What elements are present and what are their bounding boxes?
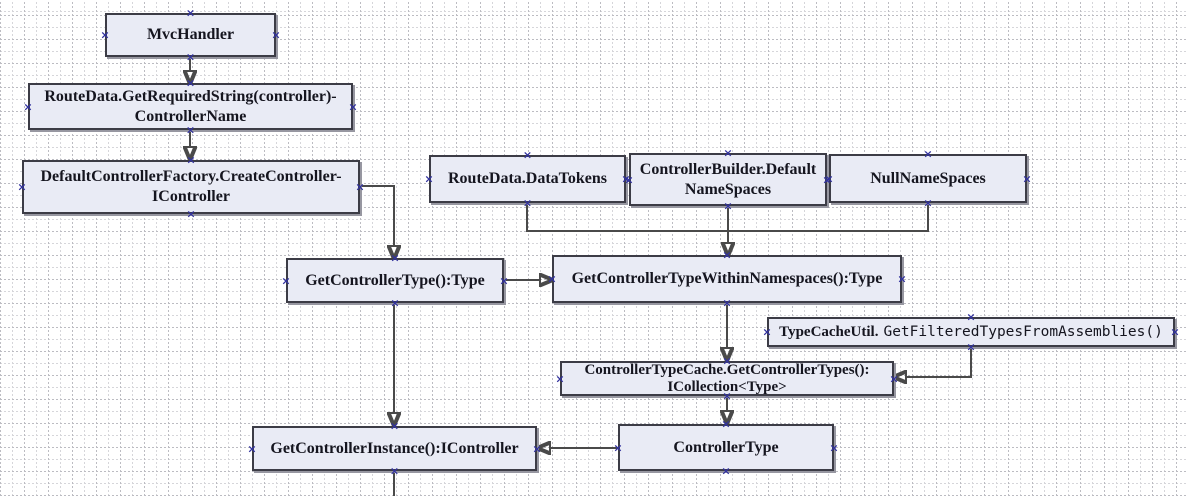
node-label: RouteData.GetRequiredString(controller)-… — [44, 87, 337, 125]
node-controllerbuilder-defaultnamespaces[interactable]: ControllerBuilder.Default NameSpaces — [629, 153, 827, 206]
node-label-method: GetFilteredTypesFromAssemblies() — [883, 323, 1163, 340]
node-label: GetControllerType():Type — [305, 271, 485, 289]
node-getcontrollertypewithinnamespaces[interactable]: GetControllerTypeWithinNamespaces():Type — [552, 255, 902, 303]
node-label: MvcHandler — [146, 26, 235, 43]
node-label: ControllerTypeCache.GetControllerTypes()… — [584, 361, 870, 395]
node-label: ControllerBuilder.Default NameSpaces — [639, 160, 817, 198]
node-typecacheutil[interactable]: TypeCacheUtil. GetFilteredTypesFromAssem… — [767, 317, 1175, 347]
node-label-class: TypeCacheUtil. — [779, 323, 879, 340]
node-label: RouteData.DataTokens — [448, 170, 607, 187]
connector-typecacheutil-to-typecache[interactable] — [906, 347, 972, 377]
node-routedata-datatokens[interactable]: RouteData.DataTokens — [429, 155, 626, 203]
node-label: NullNameSpaces — [870, 169, 986, 187]
node-label: ControllerType — [673, 438, 779, 456]
node-getcontrollertype[interactable]: GetControllerType():Type — [286, 258, 504, 303]
node-controllertypecache[interactable]: ControllerTypeCache.GetControllerTypes()… — [560, 361, 894, 396]
node-label: GetControllerTypeWithinNamespaces():Type — [571, 270, 883, 287]
node-label: GetControllerInstance():IController — [270, 439, 519, 457]
node-label: DefaultControllerFactory.CreateControlle… — [40, 168, 342, 205]
node-getcontrollerinstance[interactable]: GetControllerInstance():IController — [252, 426, 537, 471]
node-controllertype[interactable]: ControllerType — [618, 424, 834, 471]
node-createcontroller[interactable]: DefaultControllerFactory.CreateControlle… — [22, 160, 360, 214]
connector-createcontroller-to-getcontrollertype[interactable] — [360, 185, 394, 246]
node-getrequiredstring[interactable]: RouteData.GetRequiredString(controller)-… — [28, 83, 353, 130]
node-nullnamespaces[interactable]: NullNameSpaces — [829, 154, 1027, 203]
node-mvchandler[interactable]: MvcHandler — [105, 13, 276, 57]
